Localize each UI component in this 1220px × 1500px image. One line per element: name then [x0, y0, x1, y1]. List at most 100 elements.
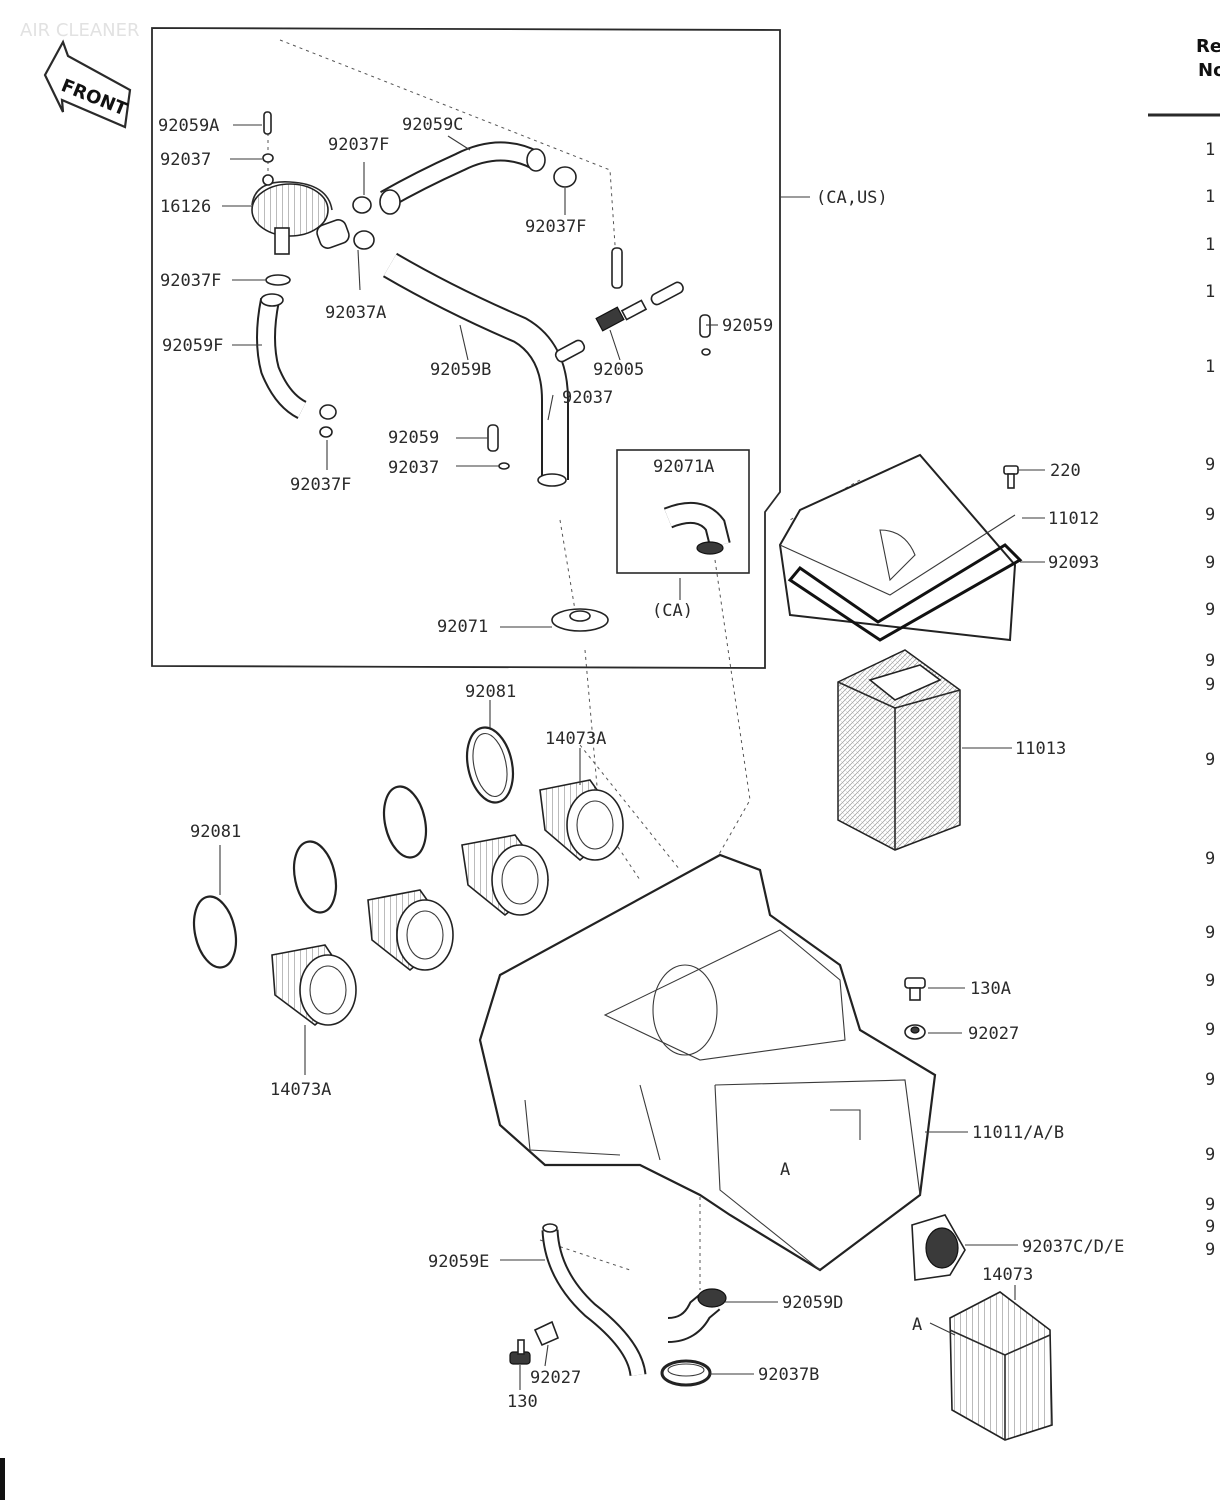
ref-entry: 9: [1205, 1195, 1215, 1215]
ref-column: 1 1 1 1 1 9 9 9 9 9 9 9 9 9 9 9 9 9 9 9 …: [1205, 140, 1215, 1260]
ref-entry: 9: [1205, 675, 1215, 695]
hose-92059E: [541, 1223, 647, 1377]
ref-entry: 9: [1205, 1020, 1215, 1040]
label-220: 220: [1050, 461, 1081, 481]
label-ca-us: (CA,US): [816, 188, 888, 208]
label-92005: 92005: [593, 360, 644, 380]
ref-entry: 9: [1205, 505, 1215, 525]
label-92037A: 92037A: [325, 303, 386, 323]
label-14073A-a: 14073A: [545, 729, 606, 749]
elbow-92071A: [663, 501, 731, 555]
ref-column-header-2: No: [1198, 60, 1220, 81]
emission-kit-boundary: [151, 27, 781, 669]
hose-92059F: [256, 293, 307, 419]
elbow-92059D: [667, 1288, 727, 1343]
label-A-duct: A: [912, 1315, 922, 1335]
ref-entry: 9: [1205, 923, 1215, 943]
hose-92059B: [382, 252, 569, 487]
ref-entry: 1: [1205, 140, 1215, 160]
section-title: AIR CLEANER: [20, 20, 139, 41]
hose-92059-right: [699, 314, 711, 356]
washer-92027-b: [533, 1320, 560, 1347]
ref-entry: 9: [1205, 600, 1215, 620]
gasket-92081-b: [382, 785, 428, 859]
label-92037F-a: 92037F: [328, 135, 389, 155]
label-92059A: 92059A: [158, 116, 219, 136]
ref-entry: 9: [1205, 849, 1215, 869]
label-130A: 130A: [970, 979, 1011, 999]
air-filter-element-11013: [837, 649, 961, 851]
duct-14073A-3: [367, 889, 454, 972]
ref-entry: 1: [1205, 282, 1215, 302]
ref-entry: 9: [1205, 651, 1215, 671]
hose-92059C: [379, 141, 546, 215]
clamp-92037F-d: [553, 166, 577, 188]
hose-92059A: [263, 111, 272, 135]
ref-entry: 1: [1205, 357, 1215, 377]
label-92059D: 92059D: [782, 1293, 843, 1313]
label-11012: 11012: [1048, 509, 1099, 529]
duct-14073A-1: [539, 779, 624, 862]
air-cleaner-cover-11012: [778, 453, 1017, 642]
ref-entry: 1: [1205, 235, 1215, 255]
gasket-92081-c: [292, 840, 338, 914]
clamp-92037CDE: [911, 1214, 966, 1281]
ref-column-header-1: Re: [1196, 36, 1220, 57]
leader-lines: [219, 124, 1045, 1390]
label-11011: 11011/A/B: [972, 1123, 1064, 1143]
label-92071A: 92071A: [653, 457, 714, 477]
label-92037-low: 92037: [388, 458, 439, 478]
label-92037-top: 92037: [160, 150, 211, 170]
label-92027-a: 92027: [968, 1024, 1019, 1044]
label-92037F-b: 92037F: [160, 271, 221, 291]
label-16126: 16126: [160, 197, 211, 217]
ref-entry: 9: [1205, 971, 1215, 991]
air-suction-valve-16126: [251, 174, 350, 255]
duct-14073A-4: [271, 944, 357, 1027]
label-130: 130: [507, 1392, 538, 1412]
label-92059F: 92059F: [162, 336, 223, 356]
label-92037CDE: 92037C/D/E: [1022, 1237, 1124, 1257]
ref-entry: 9: [1205, 1217, 1215, 1237]
label-92081-a: 92081: [465, 682, 516, 702]
label-92027-b: 92027: [530, 1368, 581, 1388]
air-cleaner-housing-11011: [478, 853, 937, 1272]
duct-14073A-2: [461, 834, 550, 917]
label-92037B: 92037B: [758, 1365, 819, 1385]
clamp-92037F-a: [352, 196, 375, 250]
label-92059-right: 92059: [722, 316, 773, 336]
label-92059C: 92059C: [402, 115, 463, 135]
clamp-92037-low: [498, 462, 510, 470]
ref-entry: 9: [1205, 1070, 1215, 1090]
ref-entry: 9: [1205, 553, 1215, 573]
ca-kit-inset-box: [616, 449, 750, 574]
bolt-130: [509, 1339, 531, 1365]
label-92037-mid: 92037: [562, 388, 613, 408]
gasket-92081-a: [465, 726, 515, 804]
gasket-92093: [787, 543, 1023, 642]
duct-14073: [949, 1291, 1053, 1441]
clamp-92037B: [660, 1359, 712, 1387]
label-92037F-d: 92037F: [525, 217, 586, 237]
label-14073A-b: 14073A: [270, 1080, 331, 1100]
label-ca: (CA): [652, 601, 693, 621]
label-92037F-c: 92037F: [290, 475, 351, 495]
label-92093: 92093: [1048, 553, 1099, 573]
tee-fitting-92005: [554, 247, 684, 363]
label-92059E: 92059E: [428, 1252, 489, 1272]
grommet-92071: [551, 608, 609, 632]
gasket-92081-d: [192, 895, 238, 969]
hose-92059-low: [487, 424, 499, 452]
ref-entry: 1: [1205, 187, 1215, 207]
page-edge-mark: [0, 1458, 5, 1500]
ref-entry: 9: [1205, 1145, 1215, 1165]
washer-92027-a: [904, 1024, 926, 1040]
ref-entry: 9: [1205, 455, 1215, 475]
front-direction-badge: FRONT: [43, 39, 132, 129]
ref-entry: 9: [1205, 750, 1215, 770]
ref-entry: 9: [1205, 1240, 1215, 1260]
label-A-housing: A: [780, 1160, 790, 1180]
label-14073: 14073: [982, 1265, 1033, 1285]
label-92059B: 92059B: [430, 360, 491, 380]
